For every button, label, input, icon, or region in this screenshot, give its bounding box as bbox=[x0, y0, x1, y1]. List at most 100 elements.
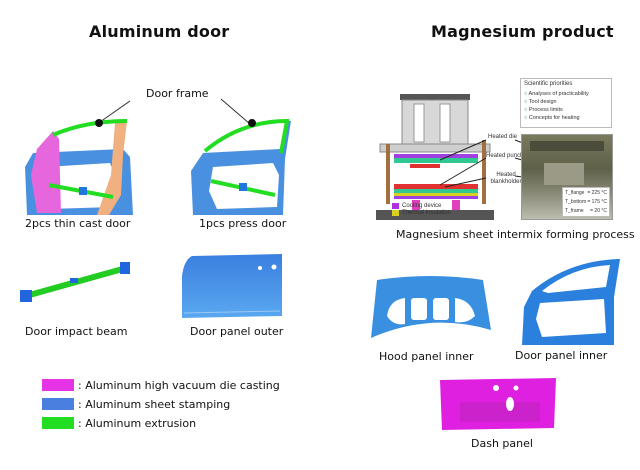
legend-label: Cooling device bbox=[402, 203, 442, 209]
aluminum-door-heading: Aluminum door bbox=[89, 22, 230, 41]
legend-item-extrusion: : Aluminum extrusion bbox=[42, 416, 196, 430]
dash-hole bbox=[513, 385, 519, 391]
press-door-image bbox=[191, 118, 291, 215]
dash-panel-image bbox=[440, 378, 556, 430]
callout-dot bbox=[95, 119, 103, 127]
panel-hem-line bbox=[183, 310, 281, 314]
temp-row: T_flange= 225 °C bbox=[565, 189, 607, 198]
magnesium-product-heading: Magnesium product bbox=[431, 22, 614, 41]
legend-swatch-magenta bbox=[42, 379, 74, 391]
callout-line-right bbox=[220, 98, 251, 125]
priority-label: Concepts for heating bbox=[528, 115, 580, 121]
cushion-pin bbox=[412, 200, 420, 210]
door-frame-extrusion bbox=[203, 118, 290, 154]
temp-label: T_frame bbox=[565, 208, 584, 214]
inner-door-window bbox=[542, 265, 610, 293]
callout-dot bbox=[248, 119, 256, 127]
circle-bullet-icon: ○ bbox=[524, 107, 529, 113]
door-panel-inner-image bbox=[522, 259, 620, 345]
door-panel-outer-caption: Door panel outer bbox=[190, 325, 284, 338]
insulation-layer bbox=[394, 193, 478, 196]
legend-swatch-blue bbox=[42, 398, 74, 410]
legend-label: : Aluminum extrusion bbox=[78, 416, 197, 430]
photo-beam bbox=[530, 141, 604, 151]
forming-process-caption: Magnesium sheet intermix forming process bbox=[396, 228, 635, 241]
dash-lower-panel bbox=[460, 402, 540, 422]
door-panel-inner-caption: Door panel inner bbox=[515, 349, 608, 362]
press-photo: T_flange= 225 °C T_bottom= 175 °C T_fram… bbox=[521, 134, 613, 220]
thin-cast-door-caption: 2pcs thin cast door bbox=[25, 217, 131, 230]
hood-opening bbox=[433, 298, 449, 320]
press-window bbox=[413, 103, 425, 143]
priority-item: ○ Analyses of practicability bbox=[524, 90, 608, 98]
hood-opening bbox=[455, 298, 475, 323]
scientific-priorities-box: Scientific priorities ○ Analyses of prac… bbox=[520, 78, 612, 128]
priority-label: Process limits bbox=[528, 107, 563, 113]
temp-value: = 225 °C bbox=[587, 190, 607, 196]
hood-body bbox=[371, 276, 491, 338]
temperature-box: T_flange= 225 °C T_bottom= 175 °C T_fram… bbox=[562, 187, 610, 217]
inner-door-opening bbox=[536, 299, 606, 337]
hood-opening bbox=[387, 298, 405, 325]
cooling-layer bbox=[394, 196, 478, 199]
guide-column bbox=[386, 144, 390, 204]
thin-cast-door-image bbox=[25, 119, 133, 215]
temp-value: = 20 °C bbox=[590, 208, 607, 214]
temp-value: = 175 °C bbox=[587, 199, 607, 205]
door-panel-outer-image bbox=[182, 254, 282, 318]
press-top-plate bbox=[400, 94, 470, 100]
legend-label: : Aluminum sheet stamping bbox=[78, 397, 231, 411]
press-door-caption: 1pcs press door bbox=[199, 217, 287, 230]
process-legend-cooling: Cooling device bbox=[392, 203, 441, 209]
dash-hole bbox=[493, 385, 499, 391]
temp-label: T_flange bbox=[565, 190, 585, 196]
outer-panel-body bbox=[182, 254, 282, 318]
legend-item-sheet-stamping: : Aluminum sheet stamping bbox=[42, 397, 230, 411]
heated-punch bbox=[394, 189, 478, 193]
beam-mid-bracket bbox=[70, 278, 78, 283]
hood-opening bbox=[411, 298, 427, 320]
panel-hole bbox=[271, 264, 277, 270]
photo-tool bbox=[544, 163, 584, 185]
legend-label: : Aluminum high vacuum die casting bbox=[78, 378, 280, 392]
press-frame bbox=[401, 99, 469, 145]
beam-end-left bbox=[20, 290, 32, 302]
priority-item: ○ Concepts for heating bbox=[524, 114, 608, 122]
beam-bracket bbox=[79, 187, 87, 195]
callout-heated-blankholder: Heated blankholder bbox=[490, 172, 522, 185]
legend-swatch-green bbox=[42, 417, 74, 429]
temp-label: T_bottom bbox=[565, 199, 587, 205]
priority-label: Tool design bbox=[528, 99, 557, 105]
cushion-pin bbox=[452, 200, 460, 210]
priority-label: Analyses of practicability bbox=[528, 91, 589, 97]
legend-item-die-casting: : Aluminum high vacuum die casting bbox=[42, 378, 280, 392]
die-heater bbox=[410, 164, 440, 168]
priorities-title: Scientific priorities bbox=[524, 81, 573, 87]
impact-beam-image bbox=[20, 262, 130, 302]
circle-bullet-icon: ○ bbox=[524, 99, 529, 105]
heated-die bbox=[394, 158, 478, 163]
legend-swatch-yellow bbox=[392, 210, 399, 216]
process-legend-insulation: Thermal insulation bbox=[392, 210, 451, 216]
priority-item: ○ Tool design bbox=[524, 98, 608, 106]
cast-hinge-part bbox=[31, 131, 61, 213]
panel-hole bbox=[258, 266, 262, 270]
legend-swatch-purple bbox=[392, 203, 399, 209]
hood-panel-inner-caption: Hood panel inner bbox=[379, 350, 474, 363]
cooling-layer bbox=[394, 154, 478, 158]
door-window-opening bbox=[43, 163, 115, 209]
hood-panel-inner-image bbox=[371, 276, 491, 338]
impact-beam-caption: Door impact beam bbox=[25, 325, 128, 338]
door-frame-extrusion bbox=[52, 119, 128, 137]
dash-panel-caption: Dash panel bbox=[471, 437, 533, 450]
beam-bracket bbox=[239, 183, 247, 191]
press-base bbox=[376, 210, 494, 220]
forming-press-diagram bbox=[376, 94, 494, 220]
callout-heated-punch: Heated punch bbox=[486, 153, 524, 159]
temp-row: T_bottom= 175 °C bbox=[565, 198, 607, 207]
upper-plate bbox=[379, 143, 491, 153]
blank-layer bbox=[394, 184, 478, 189]
dash-hole bbox=[506, 397, 514, 411]
callout-line-left bbox=[99, 100, 131, 123]
